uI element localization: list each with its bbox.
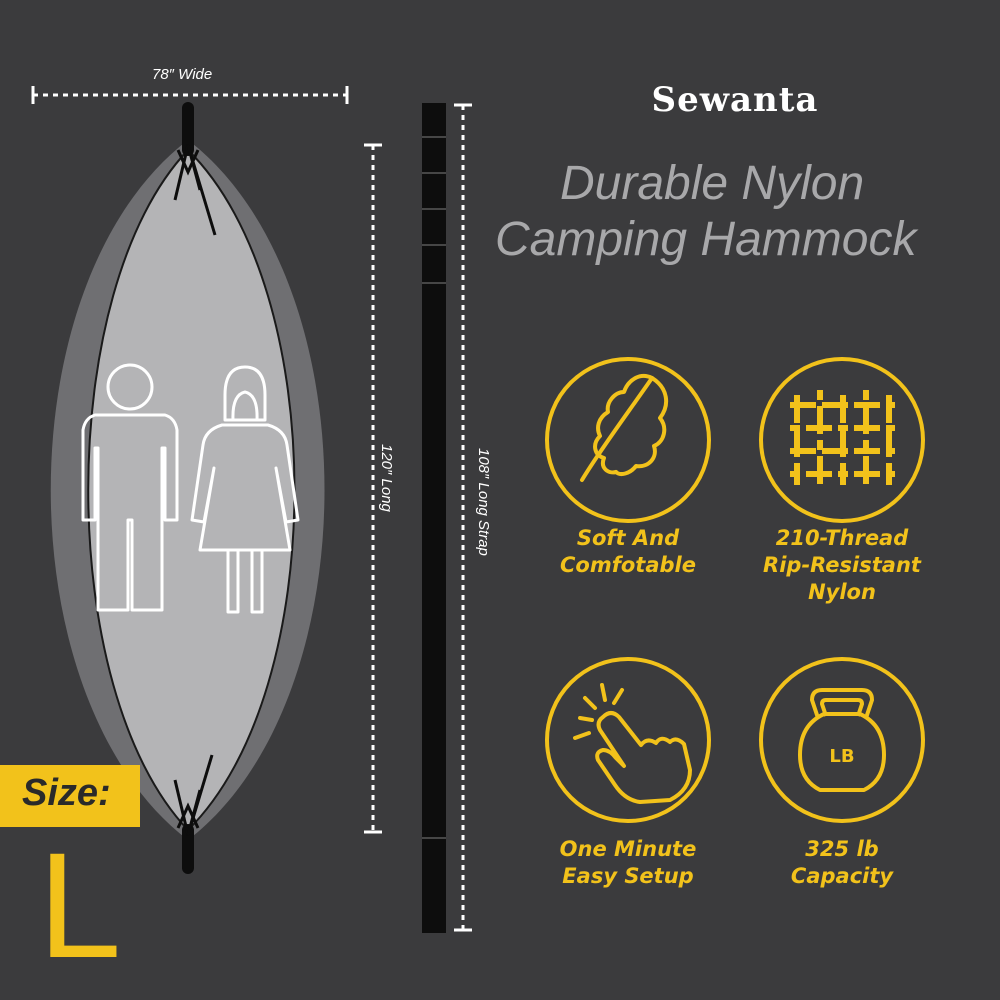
width-dimension-line <box>31 86 349 104</box>
strap-illustration <box>422 103 446 933</box>
feature-3-line-2: Easy Setup <box>562 864 694 888</box>
width-label: 78″ Wide <box>152 66 213 83</box>
feature-3-line-1: One Minute <box>559 837 697 861</box>
feature-2-line-1: 210-Thread <box>775 526 909 550</box>
feature-2-line-3: Nylon <box>808 580 876 604</box>
feature-2-line-2: Rip-Resistant <box>763 553 921 577</box>
headline-line-2: Camping Hammock <box>495 213 917 266</box>
feature-2-label: 210-Thread Rip-Resistant Nylon <box>732 525 952 606</box>
feature-1-line-1: Soft And <box>576 526 680 550</box>
feature-1-label: Soft And Comfotable <box>518 525 738 579</box>
feature-4-line-1: 325 lb <box>805 837 879 861</box>
man-figure-icon <box>81 363 179 612</box>
pointing-hand-icon <box>545 657 711 823</box>
feature-4-line-2: Capacity <box>790 864 894 888</box>
hammock-top-knot <box>173 102 217 236</box>
feather-icon <box>545 357 711 523</box>
feature-3-label: One Minute Easy Setup <box>518 836 738 890</box>
hammock-bottom-knot <box>173 754 214 874</box>
strap-dimension-line <box>454 103 472 932</box>
headline-line-1: Durable Nylon <box>560 157 865 210</box>
size-label: Size: <box>22 772 111 814</box>
size-value: L <box>38 821 122 989</box>
kettlebell-icon <box>759 657 925 823</box>
kettlebell-lb-text: LB <box>829 746 854 767</box>
woman-figure-icon <box>190 365 300 614</box>
feature-1-line-2: Comfotable <box>560 553 696 577</box>
feature-4-label: 325 lb Capacity <box>732 836 952 890</box>
weave-icon <box>759 357 925 523</box>
size-badge <box>0 765 140 827</box>
length-dimension-line <box>364 143 382 834</box>
brand-logo: Sewanta <box>651 80 819 120</box>
